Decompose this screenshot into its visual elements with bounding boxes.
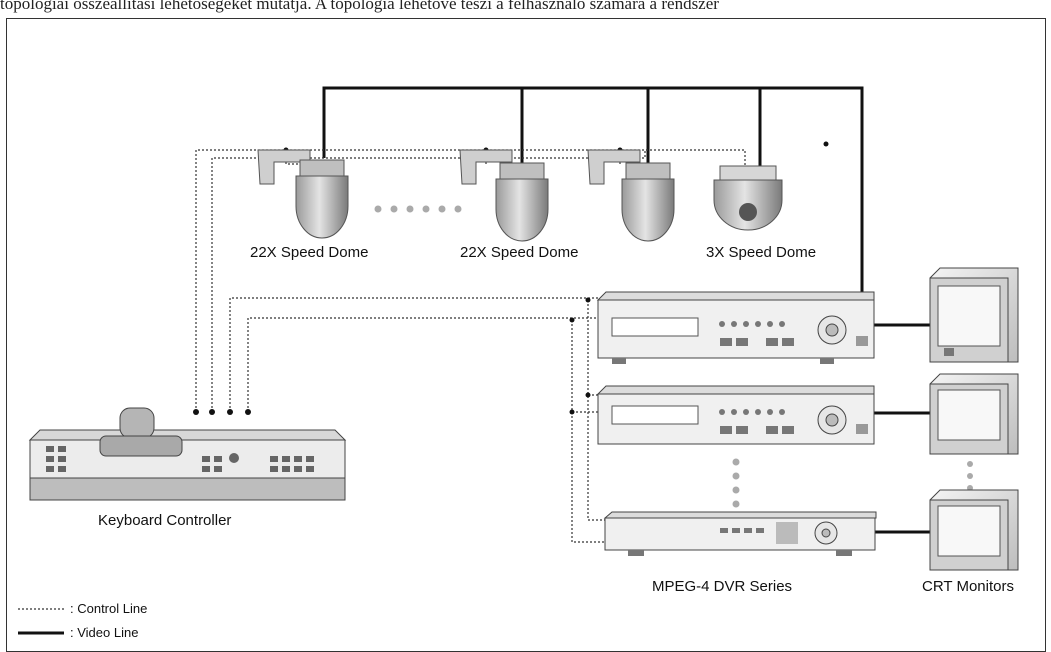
dome1-label: 22X Speed Dome <box>250 244 369 261</box>
crt-monitors-label: CRT Monitors <box>922 578 1014 595</box>
crt-monitor-3 <box>929 489 1019 571</box>
dome3-label: 3X Speed Dome <box>706 244 817 261</box>
crt-monitor-2 <box>929 373 1019 455</box>
speed-dome-4 <box>713 165 783 231</box>
dome2-label: 22X Speed Dome <box>460 244 579 261</box>
legend-control-label: : Control Line <box>70 601 148 616</box>
speed-dome-1 <box>257 149 349 239</box>
video-lines <box>322 86 930 534</box>
dome-chain-dots <box>374 205 462 213</box>
legend-video-label: : Video Line <box>70 625 139 640</box>
dvr-unit-2 <box>596 385 875 445</box>
top-caption: topológiai összeállítási lehetőségeket m… <box>0 0 719 13</box>
speed-dome-3 <box>587 149 675 242</box>
dvr-chain-dots <box>732 458 740 508</box>
speed-dome-2 <box>459 149 549 242</box>
keyboard-label: Keyboard Controller <box>98 512 232 529</box>
keyboard-controller <box>28 407 347 501</box>
crt-monitor-1 <box>929 267 1019 363</box>
dvr-series-label: MPEG-4 DVR Series <box>652 578 793 595</box>
dvr-unit-1 <box>596 291 875 364</box>
dvr-unit-3 <box>603 511 877 556</box>
monitor-chain-dots <box>967 461 973 491</box>
